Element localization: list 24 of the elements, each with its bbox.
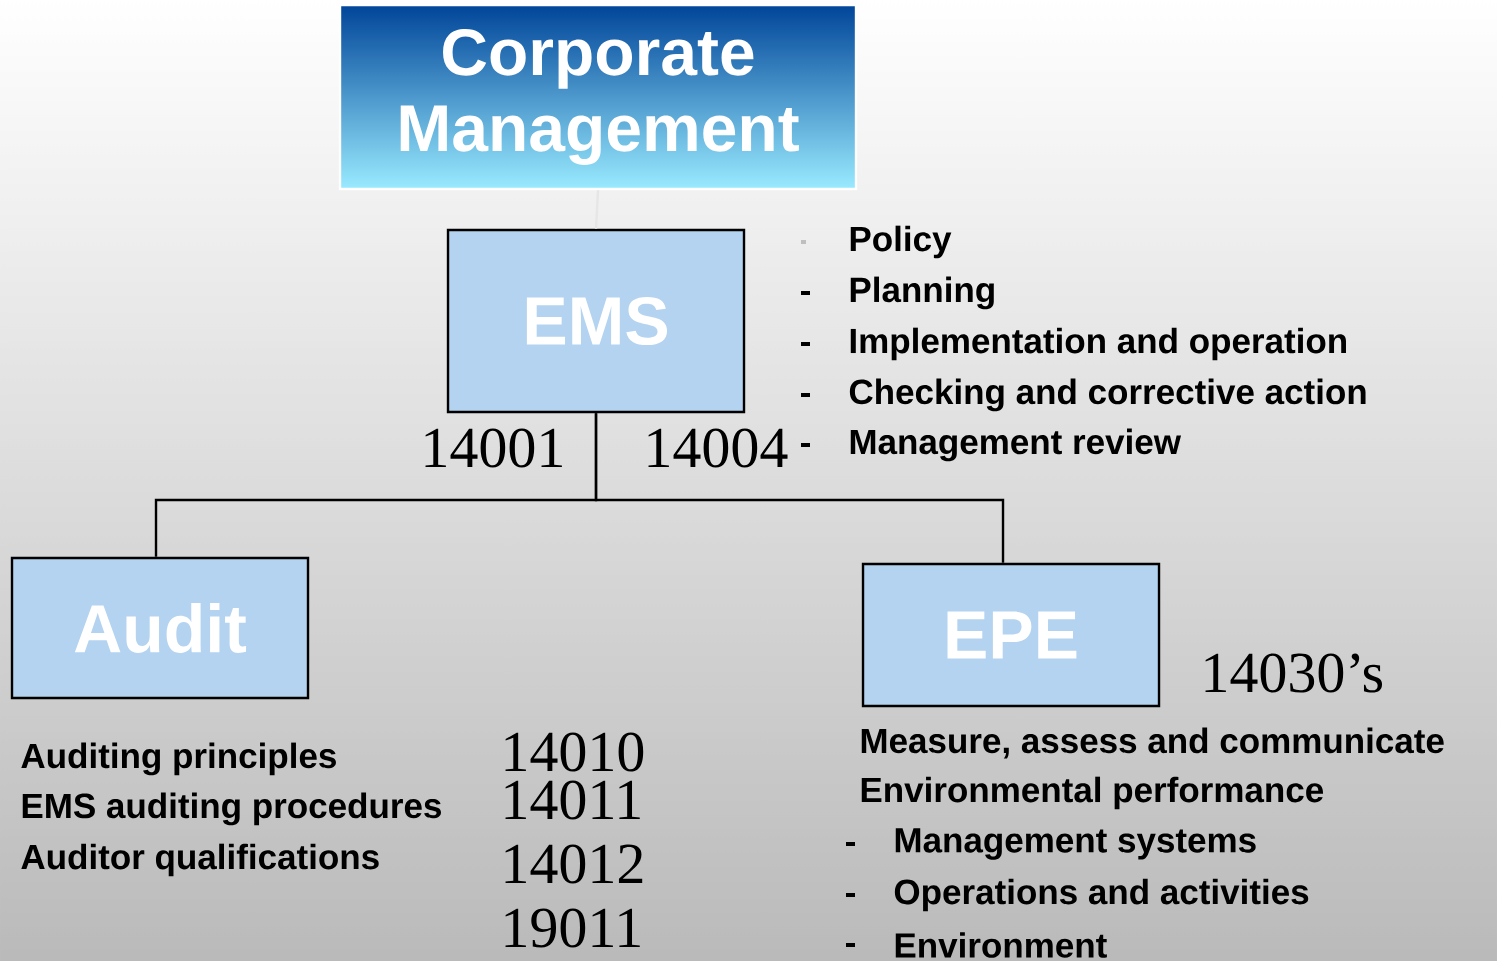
list-item: Environment: [895, 932, 1107, 958]
process-box: EPE: [861, 562, 1161, 708]
list-item: Environmental performance: [861, 776, 1324, 810]
standard-number: 19011: [505, 908, 640, 948]
list-item: Checking and corrective action: [849, 378, 1366, 412]
standard-number: 14012: [505, 844, 643, 884]
standard-number: 14010: [505, 732, 644, 772]
title-box: Corporate Management: [338, 3, 858, 191]
standard-number: 14004: [648, 428, 788, 468]
connector-line: [594, 190, 600, 229]
list-item: Management systems: [895, 828, 1256, 860]
list-item: Planning: [850, 276, 994, 310]
process-box: Audit: [10, 556, 310, 700]
list-item: EMS auditing procedures: [22, 792, 441, 826]
list-item: Implementation and operation: [850, 327, 1346, 361]
list-item: Policy: [850, 225, 952, 259]
list-item: Auditing principles: [21, 742, 336, 776]
list-item: Operations and activities: [894, 878, 1309, 912]
standard-number: 14011: [505, 780, 640, 820]
standard-number: 14001: [425, 428, 562, 468]
connector-line: [594, 413, 1005, 563]
process-box: EMS: [446, 228, 746, 414]
list-item: Management review: [850, 428, 1182, 462]
list-item: Auditor qualifications: [21, 843, 379, 877]
